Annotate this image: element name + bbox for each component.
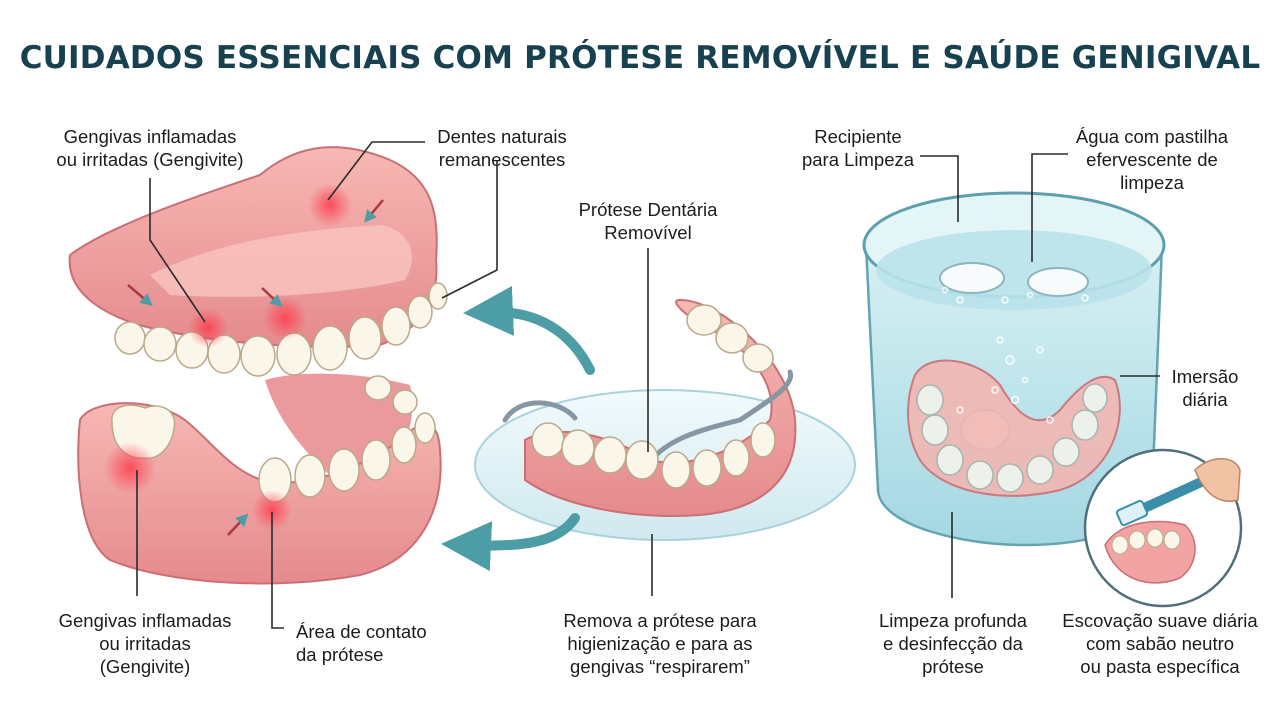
- curved-arrow-icon: [441, 285, 595, 572]
- partial-teeth: [531, 304, 776, 489]
- label-dentes-naturais: Dentes naturais remanescentes: [437, 126, 567, 170]
- submerged-teeth: [916, 383, 1108, 493]
- cleaning-container-illustration: [862, 191, 1243, 608]
- label-gengivite-top: Gengivas inflamadas ou irritadas (Gengiv…: [56, 126, 244, 170]
- label-area-contato: Área de contato da prótese: [296, 621, 427, 665]
- label-limpeza-profunda: Limpeza profunda e desinfecção da prótes…: [878, 610, 1028, 677]
- water-surface: [876, 230, 1152, 310]
- pointer-arrows-upper: [127, 199, 384, 308]
- palate: [150, 225, 412, 297]
- label-agua-pastilha: Água com pastilha efervescente de limpez…: [1075, 126, 1229, 193]
- leader-lines-left: [136, 141, 498, 629]
- hand: [1194, 458, 1241, 502]
- label-escovacao: Escovação suave diária com sabão neutro …: [1062, 610, 1258, 677]
- toothbrush-icon: [1115, 473, 1215, 527]
- page-title: CUIDADOS ESSENCIAIS COM PRÓTESE REMOVÍVE…: [19, 40, 1261, 76]
- leader-lines-center: [647, 248, 653, 596]
- lower-gum: [77, 402, 442, 585]
- label-protese-removivel: Prótese Dentária Removível: [578, 199, 718, 243]
- label-imersao: Imersão diária: [1171, 366, 1239, 410]
- label-remova-protese: Remova a prótese para higienização e par…: [563, 610, 757, 677]
- label-gengivite-bottom: Gengivas inflamadas ou irritadas (Gengiv…: [58, 610, 232, 677]
- label-recipiente: Recipiente para Limpeza: [801, 126, 915, 170]
- metal-clasp: [502, 369, 794, 473]
- leader-lines-right: [920, 153, 1160, 598]
- partial-denture-illustration: [474, 298, 856, 541]
- full-denture-illustration: [68, 146, 448, 585]
